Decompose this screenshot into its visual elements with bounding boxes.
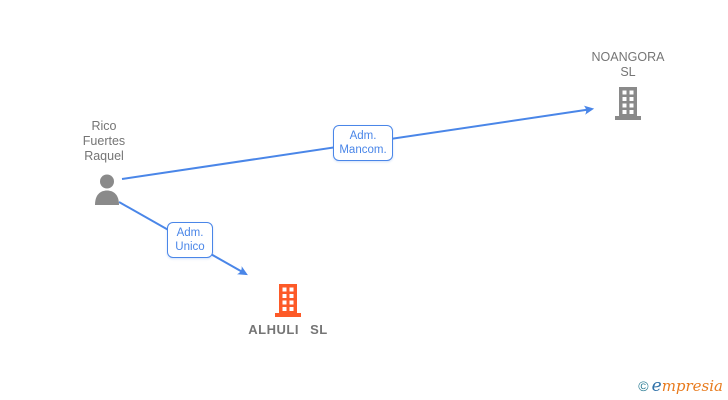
copyright-icon: © — [638, 378, 649, 394]
node-company-noangora[interactable] — [615, 87, 641, 120]
brand-text: mpresia — [661, 377, 723, 395]
node-person[interactable] — [94, 174, 120, 205]
company-alhuli-label: ALHULI SL — [248, 322, 328, 337]
node-company-alhuli[interactable] — [275, 284, 301, 317]
person-name-label: Rico Fuertes Raquel — [82, 119, 126, 163]
building-icon-gray — [615, 87, 641, 120]
empresia-logo[interactable]: ©empresia — [638, 376, 723, 396]
edge-label-adm-mancom[interactable]: Adm. Mancom. — [333, 125, 393, 161]
company-noangora-label: NOANGORA SL — [591, 50, 665, 79]
brand-initial: e — [651, 376, 662, 396]
person-icon — [95, 174, 119, 205]
edge-label-adm-unico[interactable]: Adm. Unico — [167, 222, 213, 258]
building-icon-orange — [275, 284, 301, 317]
